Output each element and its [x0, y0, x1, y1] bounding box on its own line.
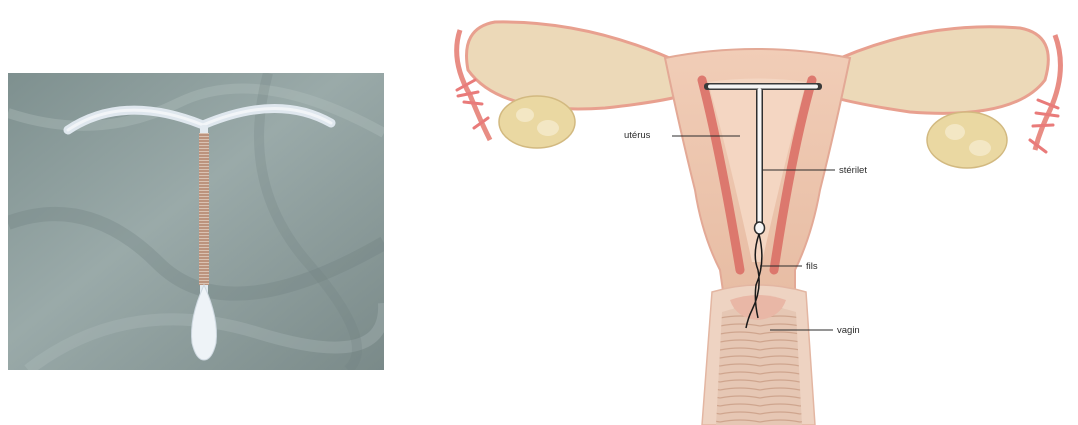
- left-ovary: [499, 96, 575, 148]
- label-uterus: utérus: [624, 130, 651, 141]
- label-sterilet: stérilet: [839, 165, 867, 176]
- label-vagin: vagin: [837, 325, 860, 336]
- right-ovary: [927, 112, 1007, 168]
- iud-photo: [8, 73, 384, 370]
- uterus-diagram: utérus stérilet fils vagin: [440, 0, 1078, 425]
- vagina: [702, 285, 815, 425]
- label-fils: fils: [806, 261, 818, 272]
